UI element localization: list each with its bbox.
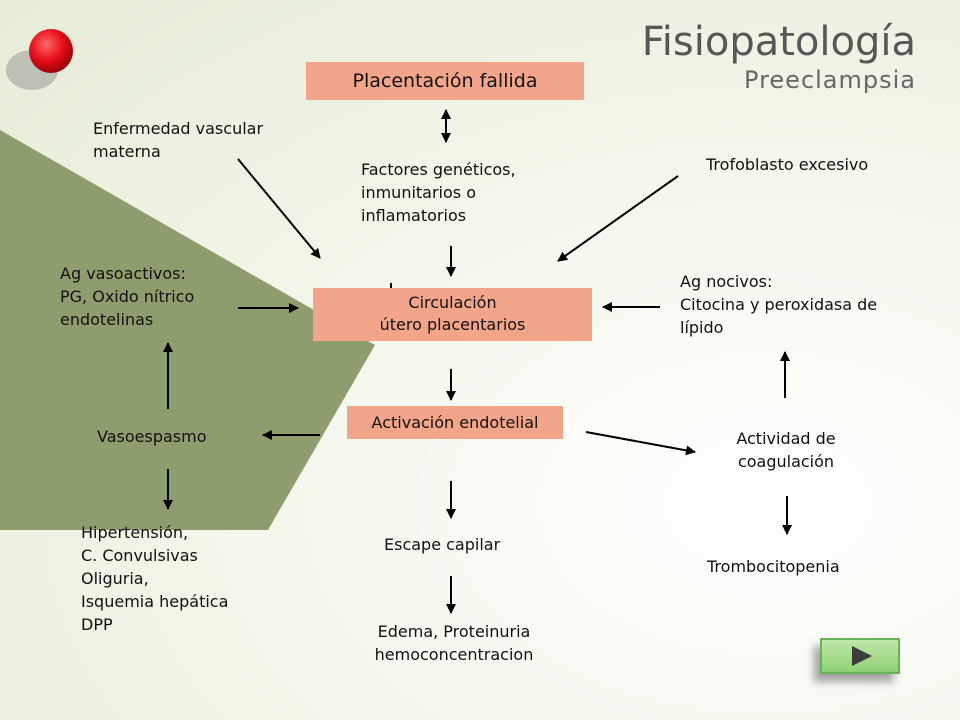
node-ag-nocivos: Ag nocivos: Citocina y peroxidasa de líp…	[680, 272, 878, 337]
arrow-activacion-coagulacion	[585, 431, 696, 456]
slide-subtitle: Preeclampsia	[744, 66, 916, 94]
red-circle-icon	[29, 29, 73, 73]
node-actividad-coagulacion: Actividad de coagulación	[736, 429, 836, 471]
node-enfermedad: Enfermedad vascular materna	[93, 119, 264, 161]
node-hipertension: Hipertensión, C. Convulsivas Oliguria, I…	[81, 523, 229, 634]
arrow-enfermedad-circulacion	[237, 158, 321, 259]
node-trofoblasto: Trofoblasto excesivo	[706, 155, 869, 174]
node-ag-vasoactivos: Ag vasoactivos: PG, Oxido nítrico endote…	[60, 264, 195, 329]
node-escape: Escape capilar	[384, 535, 501, 554]
green-background-shape	[0, 130, 375, 530]
node-factores: Factores genéticos, inmunitarios o infla…	[361, 160, 516, 225]
node-circulacion: Circulación útero placentarios	[313, 288, 592, 341]
slide-title: Fisiopatología	[641, 19, 916, 65]
arrow-trofoblasto-circulacion	[557, 175, 679, 262]
node-vasoespasmo: Vasoespasmo	[97, 427, 207, 446]
next-slide-button[interactable]	[820, 638, 900, 674]
node-activacion: Activación endotelial	[347, 406, 563, 439]
node-placentacion: Placentación fallida	[306, 62, 584, 100]
node-trombocitopenia: Trombocitopenia	[707, 557, 840, 576]
node-edema: Edema, Proteinuria hemoconcentracion	[374, 622, 534, 664]
title-block: Fisiopatología Preeclampsia	[642, 18, 916, 94]
play-next-icon	[852, 646, 872, 666]
